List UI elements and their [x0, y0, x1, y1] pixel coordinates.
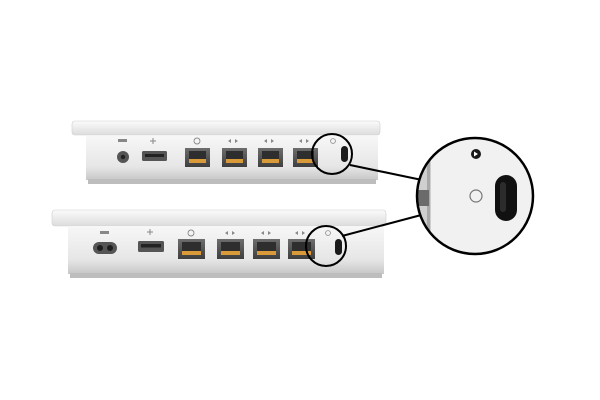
magnify-circle-top — [311, 133, 353, 175]
lan-ethernet-port-3 — [288, 239, 315, 259]
callout-lines — [341, 164, 426, 237]
lan-symbol-icon — [261, 231, 271, 235]
router-top — [71, 120, 381, 184]
lan-ethernet-port-1 — [222, 148, 247, 167]
lan-symbol-icon — [228, 139, 238, 143]
lan-ethernet-port-2 — [253, 239, 280, 259]
usb-port — [142, 151, 167, 161]
lan-ethernet-port-1 — [217, 239, 244, 259]
router-bottom — [51, 209, 387, 278]
status-light-zoomed — [469, 189, 483, 203]
case-top-surface — [71, 120, 381, 136]
power-symbol-icon — [100, 231, 109, 234]
lan-symbol-icon — [295, 231, 305, 235]
magnify-circle-bottom — [305, 225, 347, 267]
lan-symbol-icon — [299, 139, 309, 143]
status-light — [330, 138, 336, 144]
status-light — [325, 230, 331, 236]
case-top-surface — [51, 209, 387, 227]
case-bottom-shadow — [70, 273, 382, 278]
reset-button — [341, 146, 348, 162]
wan-ethernet-port — [185, 148, 210, 167]
power-symbol-icon — [118, 139, 127, 142]
reset-button — [335, 239, 342, 255]
zoom-callout — [415, 136, 535, 256]
wan-ethernet-port — [178, 239, 205, 259]
zoom-circle-outline — [415, 136, 535, 256]
ac-power-port — [93, 242, 117, 254]
case-bottom-shadow — [88, 179, 376, 184]
wan-symbol-icon — [187, 229, 195, 237]
lan-symbol-icon — [264, 139, 274, 143]
lan-ethernet-port-2 — [258, 148, 283, 167]
reset-symbol-icon — [471, 149, 481, 159]
power-port — [117, 151, 129, 163]
usb-symbol-icon — [150, 138, 156, 144]
reset-button-zoomed — [495, 175, 517, 221]
wan-symbol-icon — [193, 137, 201, 145]
usb-symbol-icon — [147, 229, 153, 235]
lan-symbol-icon — [225, 231, 235, 235]
usb-port — [138, 241, 164, 252]
